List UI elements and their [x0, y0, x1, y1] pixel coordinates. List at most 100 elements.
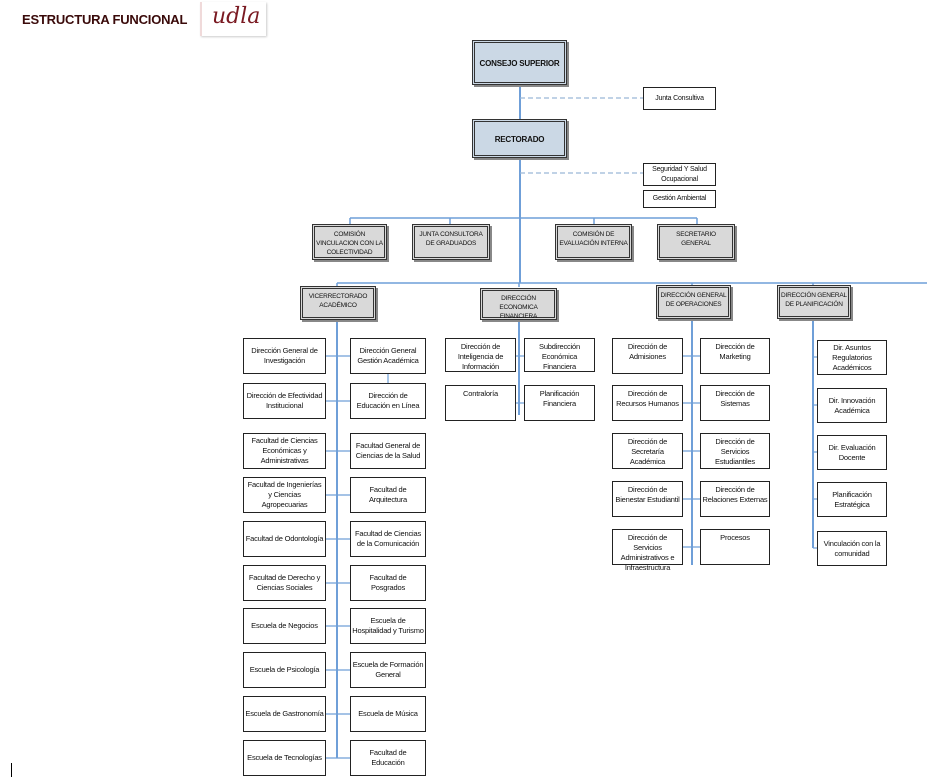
rectorado-box[interactable]: RECTORADO: [472, 119, 567, 158]
box-label: Dirección de Servicios Administrativos e…: [620, 533, 675, 572]
box-label: Facultad de Derecho y Ciencias Sociales: [248, 573, 321, 592]
org-box-escuela-de-formacion-general[interactable]: Escuela de Formación General: [350, 652, 426, 688]
org-box-direccion-de-bienestar-estudiantil[interactable]: Dirección de Bienestar Estudiantil: [612, 481, 683, 517]
box-label: Gestión Ambiental: [652, 195, 707, 202]
org-box-planificacion-financiera[interactable]: Planificación Financiera: [524, 385, 595, 421]
box-label: DIRECCIÓN ECONOMICA FINANCIERA: [499, 295, 538, 320]
box-label: Dirección General de Investigación: [251, 346, 318, 365]
org-box-facultad-de-educacion[interactable]: Facultad de Educación: [350, 740, 426, 776]
org-box-escuela-de-negocios[interactable]: Escuela de Negocios: [243, 608, 326, 644]
org-box-comision-de-evaluacion-interna[interactable]: COMISIÓN DE EVALUACIÓN INTERNA: [555, 224, 632, 260]
box-label: CONSEJO SUPERIOR: [479, 59, 560, 68]
box-label: DIRECCIÓN GENERAL DE OPERACIONES: [660, 292, 727, 308]
org-box-dir-evaluacion-docente[interactable]: Dir. Evaluación Docente: [817, 435, 887, 470]
org-box-facultad-de-ciencias-de-la-comunicacion[interactable]: Facultad de Ciencias de la Comunicación: [350, 521, 426, 557]
org-box-contraloria[interactable]: Contraloría: [445, 385, 516, 421]
org-box-vinculacion-con-la-comunidad[interactable]: Vinculación con la comunidad: [817, 531, 887, 566]
org-box-direccion-de-educacion-en-linea[interactable]: Dirección de Educación en Línea: [350, 383, 426, 419]
box-label: Escuela de Gastronomía: [245, 709, 324, 718]
box-label: Planificación Estratégica: [832, 489, 872, 509]
box-label: Procesos: [720, 533, 750, 542]
org-box-escuela-de-hospitalidad-y-turismo[interactable]: Escuela de Hospitalidad y Turismo: [350, 608, 426, 644]
box-label: Facultad de Posgrados: [369, 573, 407, 592]
box-label: RECTORADO: [494, 135, 545, 144]
box-label: Planificación Financiera: [539, 389, 580, 408]
org-box-escuela-de-tecnologias[interactable]: Escuela de Tecnologías: [243, 740, 326, 776]
org-box-direccion-de-relaciones-externas[interactable]: Dirección de Relaciones Externas: [700, 481, 770, 517]
box-label: Escuela de Música: [358, 709, 418, 718]
box-label: JUNTA CONSULTORA DE GRADUADOS: [419, 231, 483, 247]
org-box-facultad-de-derecho-y-ciencias-sociales[interactable]: Facultad de Derecho y Ciencias Sociales: [243, 565, 326, 601]
box-label: Subdirección Económica Financiera: [539, 342, 580, 371]
box-label: Seguridad Y Salud Ocupacional: [652, 165, 707, 183]
box-label: Escuela de Negocios: [251, 621, 318, 630]
org-box-direccion-general-gestion-academica[interactable]: Dirección General Gestión Académica: [350, 338, 426, 374]
org-box-comision-vinculacion-con-la-colectividad[interactable]: COMISIÓN VINCULACION CON LA COLECTIVIDAD: [312, 224, 387, 260]
org-box-facultad-de-arquitectura[interactable]: Facultad de Arquitectura: [350, 477, 426, 513]
box-label: Dirección de Admisiones: [627, 342, 668, 361]
org-box-escuela-de-gastronomia[interactable]: Escuela de Gastronomía: [243, 696, 326, 732]
org-box-direccion-de-marketing[interactable]: Dirección de Marketing: [700, 338, 770, 374]
box-label: Facultad de Educación: [369, 748, 407, 767]
box-label: Dir. Asuntos Regulatorios Académicos: [832, 342, 872, 372]
box-label: SECRETARIO GENERAL: [676, 231, 716, 247]
org-box-escuela-de-psicologia[interactable]: Escuela de Psicología: [243, 652, 326, 688]
box-label: Dirección de Secretaría Académica: [627, 437, 668, 466]
box-label: Junta Consultiva: [655, 94, 704, 102]
box-label: COMISIÓN DE EVALUACIÓN INTERNA: [559, 231, 628, 247]
box-label: Dir. Evaluación Docente: [828, 442, 876, 462]
box-label: Dirección de Sistemas: [715, 389, 755, 408]
org-box-direccion-de-sistemas[interactable]: Dirección de Sistemas: [700, 385, 770, 421]
box-label: VICERRECTORADO ACADÉMICO: [308, 293, 368, 309]
org-box-facultad-de-ciencias-economicas-y-administrativas[interactable]: Facultad de Ciencias Económicas y Admini…: [243, 433, 326, 469]
org-box-procesos[interactable]: Procesos: [700, 529, 770, 565]
org-box-facultad-de-ingenierias-y-ciencias-agropecuarias[interactable]: Facultad de Ingenierías y Ciencias Agrop…: [243, 477, 326, 513]
org-box-direccion-de-admisiones[interactable]: Dirección de Admisiones: [612, 338, 683, 374]
box-label: Escuela de Hospitalidad y Turismo: [352, 616, 424, 635]
org-box-junta-consultora-de-graduados[interactable]: JUNTA CONSULTORA DE GRADUADOS: [412, 224, 490, 260]
org-box-facultad-de-odontologia[interactable]: Facultad de Odontología: [243, 521, 326, 557]
box-label: Dirección de Bienestar Estudiantil: [615, 485, 680, 504]
org-box-direccion-economica-financiera[interactable]: DIRECCIÓN ECONOMICA FINANCIERA: [480, 288, 557, 320]
box-label: Contraloría: [463, 389, 498, 398]
org-box-facultad-general-de-ciencias-de-la-salud[interactable]: Facultad General de Ciencias de la Salud: [350, 433, 426, 469]
org-box-direccion-general-de-investigacion[interactable]: Dirección General de Investigación: [243, 338, 326, 374]
box-label: Escuela de Tecnologías: [247, 753, 322, 762]
seguridad-salud-box[interactable]: Seguridad Y Salud Ocupacional: [643, 163, 716, 186]
box-label: COMISIÓN VINCULACION CON LA COLECTIVIDAD: [316, 231, 383, 256]
org-box-direccion-de-secretaria-academica[interactable]: Dirección de Secretaría Académica: [612, 433, 683, 469]
org-box-dir-innovacion-academica[interactable]: Dir. Innovación Académica: [817, 388, 887, 423]
box-label: Dirección de Recursos Humanos: [616, 389, 679, 408]
org-box-direccion-de-inteligencia-de-informacion[interactable]: Dirección de Inteligencia de Información: [445, 338, 516, 372]
box-label: DIRECCIÓN GENERAL DE PLANIFICACIÓN: [781, 292, 847, 308]
org-box-direccion-general-de-planificacion[interactable]: DIRECCIÓN GENERAL DE PLANIFICACIÓN: [777, 285, 851, 319]
org-box-dir-asuntos-regulatorios-academicos[interactable]: Dir. Asuntos Regulatorios Académicos: [817, 340, 887, 375]
org-box-escuela-de-musica[interactable]: Escuela de Música: [350, 696, 426, 732]
box-label: Dir. Innovación Académica: [828, 395, 876, 415]
consejo-superior-box[interactable]: CONSEJO SUPERIOR: [472, 40, 567, 85]
org-box-direccion-de-servicios-estudiantiles[interactable]: Dirección de Servicios Estudiantiles: [700, 433, 770, 469]
box-label: Facultad de Arquitectura: [368, 485, 408, 504]
org-box-direccion-de-servicios-administrativos-e-infraestructura[interactable]: Dirección de Servicios Administrativos e…: [612, 529, 683, 572]
org-box-direccion-de-efectividad-institucional[interactable]: Dirección de Efectividad Institucional: [243, 383, 326, 419]
box-label: Dirección General Gestión Académica: [357, 346, 419, 365]
org-box-direccion-de-recursos-humanos[interactable]: Dirección de Recursos Humanos: [612, 385, 683, 421]
org-box-secretario-general[interactable]: SECRETARIO GENERAL: [657, 224, 735, 260]
gestion-ambiental-box[interactable]: Gestión Ambiental: [643, 190, 716, 208]
box-label: Facultad de Ciencias de la Comunicación: [354, 529, 422, 548]
box-label: Facultad de Ingenierías y Ciencias Agrop…: [247, 480, 322, 509]
box-label: Dirección de Inteligencia de Información: [457, 342, 504, 371]
org-box-vicerrectorado-academico[interactable]: VICERRECTORADO ACADÉMICO: [300, 286, 376, 320]
box-label: Dirección de Marketing: [715, 342, 755, 361]
box-label: Dirección de Efectividad Institucional: [246, 391, 323, 410]
box-label: Dirección de Servicios Estudiantiles: [715, 437, 755, 466]
org-box-direccion-general-de-operaciones[interactable]: DIRECCIÓN GENERAL DE OPERACIONES: [656, 285, 731, 319]
org-box-planificacion-estrategica[interactable]: Planificación Estratégica: [817, 482, 887, 517]
udla-logo: udla: [200, 2, 266, 36]
org-box-subdireccion-economica-financiera[interactable]: Subdirección Económica Financiera: [524, 338, 595, 372]
box-label: Vinculación con la comunidad: [823, 538, 881, 558]
org-box-facultad-de-posgrados[interactable]: Facultad de Posgrados: [350, 565, 426, 601]
junta-consultiva-box[interactable]: Junta Consultiva: [643, 87, 716, 110]
box-label: Facultad de Ciencias Económicas y Admini…: [251, 436, 318, 465]
box-label: Dirección de Relaciones Externas: [702, 485, 768, 504]
